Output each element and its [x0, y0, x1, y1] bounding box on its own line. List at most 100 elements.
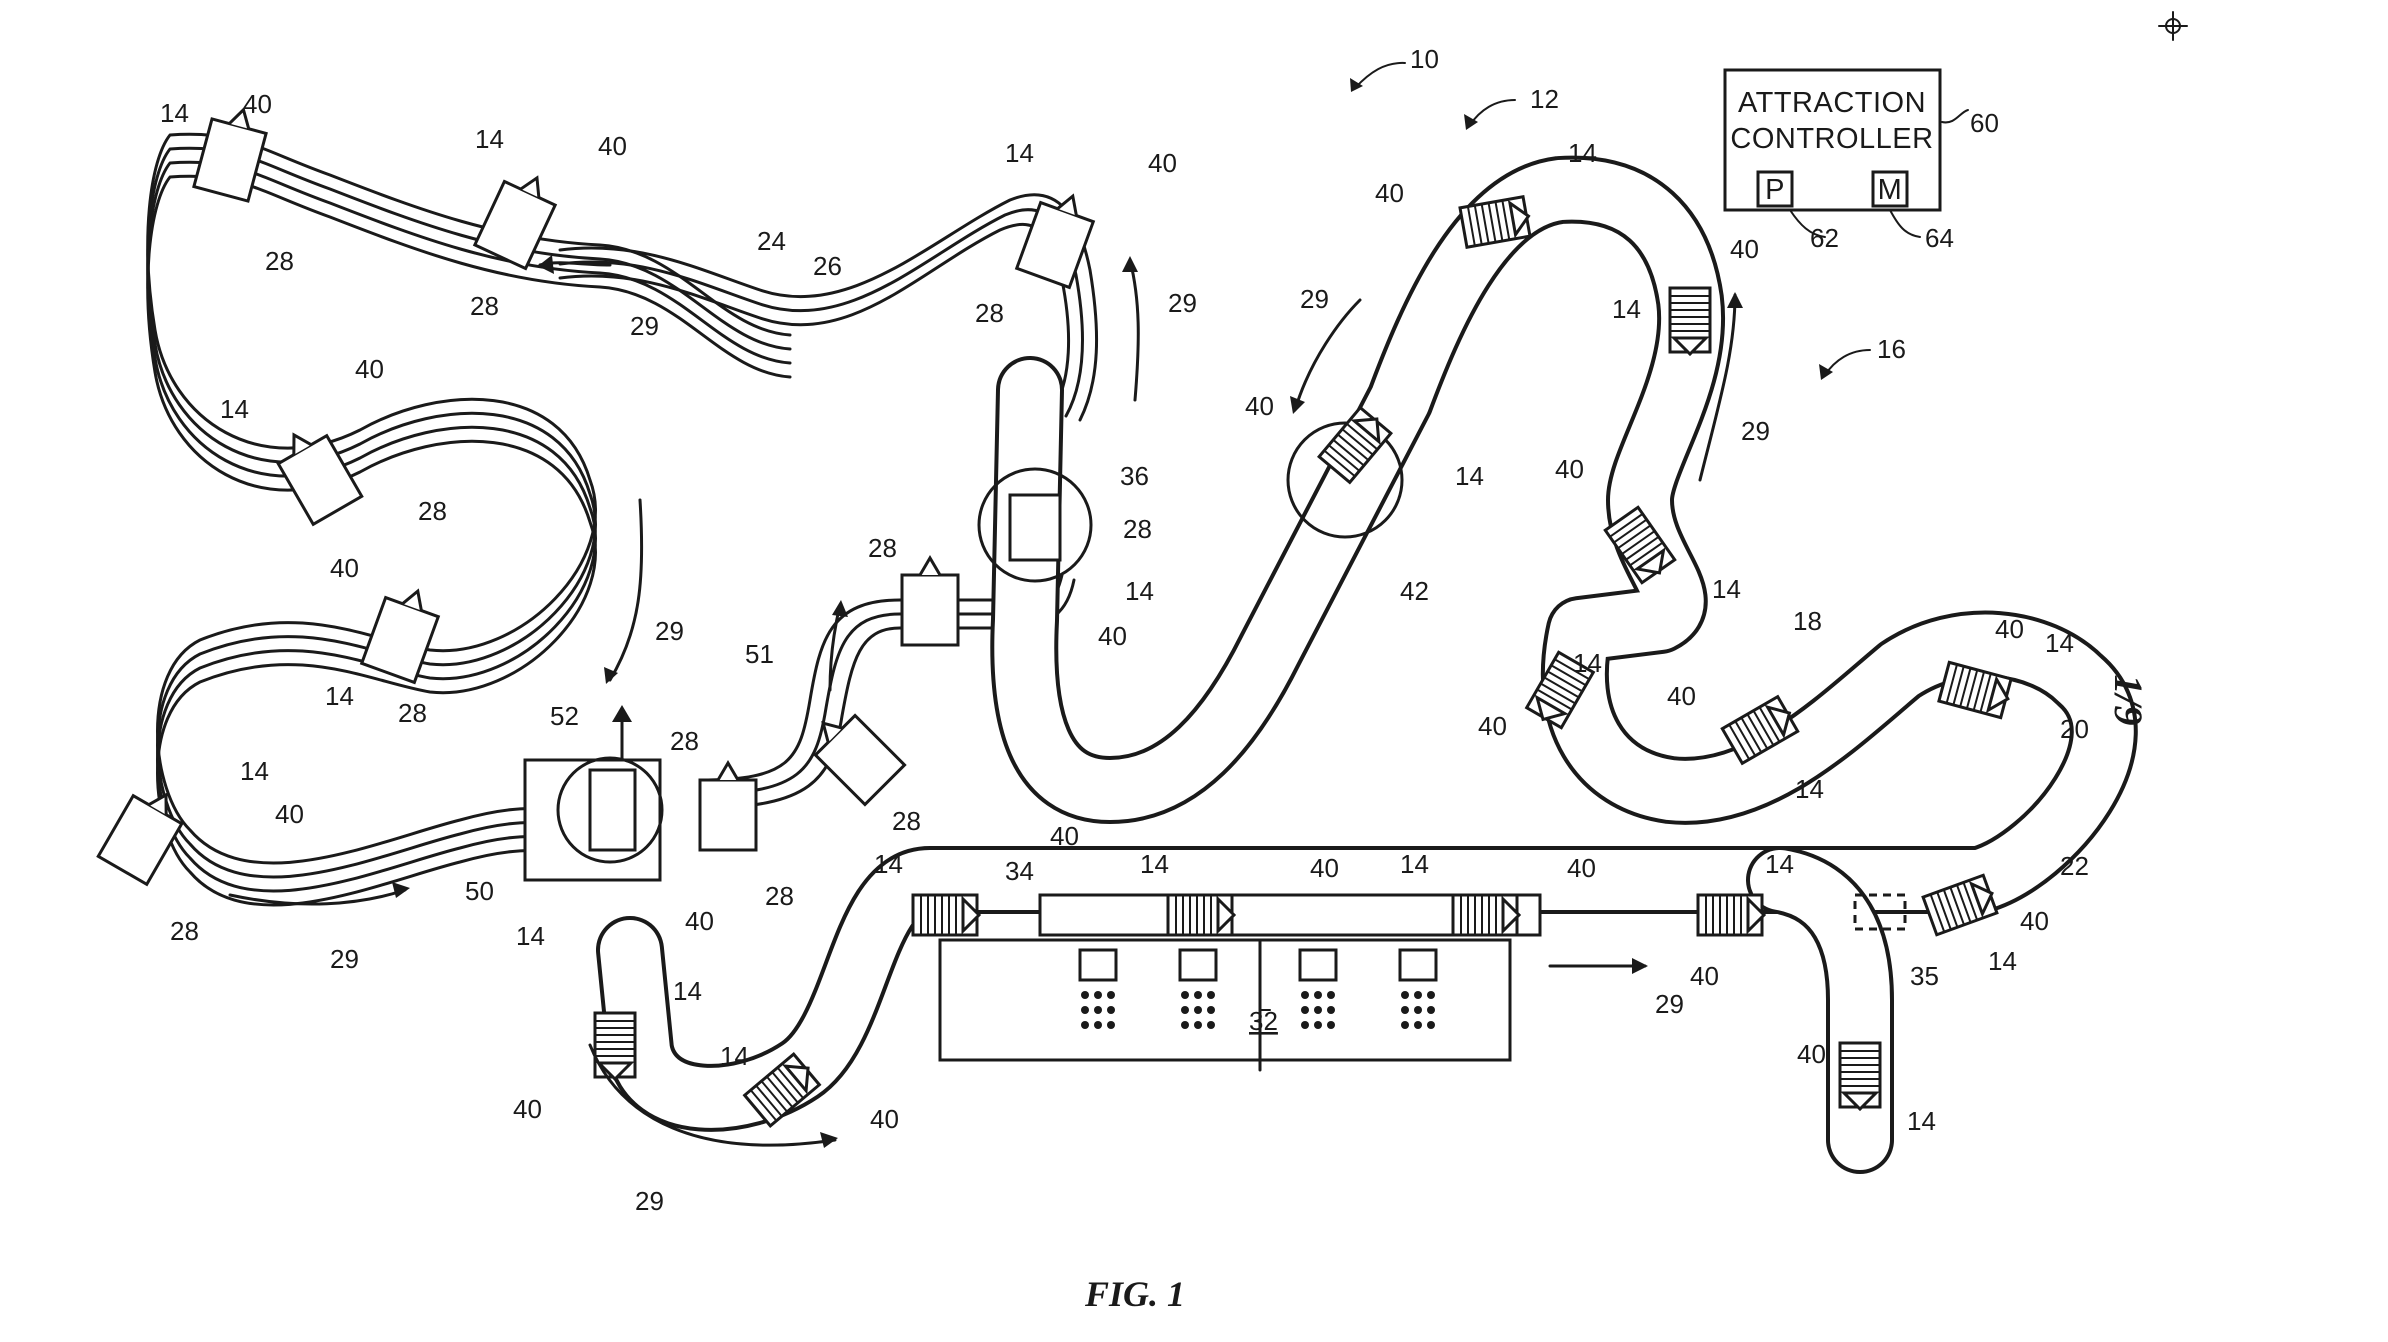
ride-vehicle	[1838, 1041, 1882, 1112]
ref-14: 14	[1455, 461, 1484, 491]
left-guide-path	[146, 132, 792, 907]
ref-64: 64	[1925, 223, 1954, 253]
ride-vehicle	[593, 1011, 637, 1082]
ref-28: 28	[265, 246, 294, 276]
ride-vehicle	[1603, 505, 1677, 585]
ride-vehicle	[1316, 405, 1394, 485]
loading-gates	[1078, 948, 1438, 982]
ride-vehicle	[1937, 660, 2013, 720]
ref-29: 29	[330, 944, 359, 974]
box-vehicle	[359, 588, 441, 685]
ref-35: 35	[1910, 961, 1939, 991]
ride-vehicle	[1696, 893, 1767, 937]
ref-24: 24	[757, 226, 786, 256]
ref-40: 40	[1245, 391, 1274, 421]
box-vehicle	[192, 106, 268, 203]
vehicles	[96, 106, 2013, 1129]
ref-14: 14	[220, 394, 249, 424]
ref-14: 14	[1907, 1106, 1936, 1136]
ref-14: 14	[1125, 576, 1154, 606]
ride-vehicle	[1458, 195, 1532, 249]
controller-line-2: CONTROLLER	[1730, 123, 1933, 155]
upper-mid-guide-path	[558, 193, 1099, 422]
flow-arrows	[228, 255, 1743, 1148]
ref-28: 28	[975, 298, 1004, 328]
ref-40: 40	[330, 553, 359, 583]
ref-28: 28	[170, 916, 199, 946]
ref-14: 14	[720, 1041, 749, 1071]
ref-40: 40	[1478, 711, 1507, 741]
station-platform	[938, 893, 1542, 1072]
ride-vehicle	[1668, 286, 1712, 357]
ref-14: 14	[1712, 574, 1741, 604]
ref-18: 18	[1793, 606, 1822, 636]
ref-52: 52	[550, 701, 579, 731]
ref-26: 26	[813, 251, 842, 281]
main-track	[596, 155, 2138, 1132]
box-vehicle	[900, 555, 960, 647]
ref-28: 28	[418, 496, 447, 526]
exit-spur-track	[1746, 846, 1894, 1174]
ref-40: 40	[1730, 234, 1759, 264]
ref-40: 40	[1667, 681, 1696, 711]
sensor-zone-circle	[1286, 421, 1404, 539]
ref-14: 14	[874, 849, 903, 879]
ref-40: 40	[243, 89, 272, 119]
box-vehicle	[472, 175, 558, 271]
reference-labels: 10 12 16 18 20 22 24 26 32 34 35 36 42 5…	[465, 44, 2089, 1036]
box-vehicle	[276, 432, 364, 527]
ref-40: 40	[1567, 853, 1596, 883]
processor-label: P	[1765, 174, 1785, 206]
ref-14: 14	[160, 98, 189, 128]
ref-29: 29	[630, 311, 659, 341]
ref-14: 14	[1988, 946, 2017, 976]
ref-40: 40	[1690, 961, 1719, 991]
attraction-controller: ATTRACTION CONTROLLER P M	[1723, 68, 1942, 212]
box-vehicle	[813, 713, 907, 807]
ride-vehicle	[1451, 893, 1522, 937]
ref-14: 14	[1765, 849, 1794, 879]
memory-box	[1871, 170, 1909, 208]
ref-14: 14	[516, 921, 545, 951]
ref-14: 14	[325, 681, 354, 711]
ride-vehicle	[1524, 650, 1596, 730]
ref-40: 40	[1148, 148, 1177, 178]
ref-14: 14	[475, 124, 504, 154]
memory-label: M	[1878, 174, 1903, 206]
ref-16: 16	[1877, 334, 1906, 364]
ref-12: 12	[1530, 84, 1559, 114]
ref-40: 40	[2020, 906, 2049, 936]
ref-40: 40	[1797, 1039, 1826, 1069]
ref-20: 20	[2060, 714, 2089, 744]
ref-28: 28	[868, 533, 897, 563]
ref-40: 40	[1098, 621, 1127, 651]
ref-28: 28	[892, 806, 921, 836]
ride-vehicle	[911, 893, 982, 937]
ref-40: 40	[513, 1094, 542, 1124]
queue-seats	[1081, 991, 1435, 1029]
ref-14: 14	[673, 976, 702, 1006]
ref-40: 40	[598, 131, 627, 161]
ref-29: 29	[635, 1186, 664, 1216]
ref-14: 14	[1400, 849, 1429, 879]
page-number-group: 1/9	[2106, 674, 2151, 725]
ride-vehicle	[1921, 873, 1999, 937]
ref-10: 10	[1410, 44, 1439, 74]
ref-14: 14	[1573, 648, 1602, 678]
ride-vehicle	[742, 1051, 822, 1129]
ref-34: 34	[1005, 856, 1034, 886]
ref-40: 40	[870, 1104, 899, 1134]
ref-29: 29	[1741, 416, 1770, 446]
ref-14: 14	[1140, 849, 1169, 879]
ref-36: 36	[1120, 461, 1149, 491]
ref-40: 40	[1995, 614, 2024, 644]
ref-40: 40	[275, 799, 304, 829]
ref-28: 28	[1123, 514, 1152, 544]
ref-14: 14	[240, 756, 269, 786]
ref-29: 29	[1300, 284, 1329, 314]
ref-28: 28	[470, 291, 499, 321]
ref-40: 40	[685, 906, 714, 936]
